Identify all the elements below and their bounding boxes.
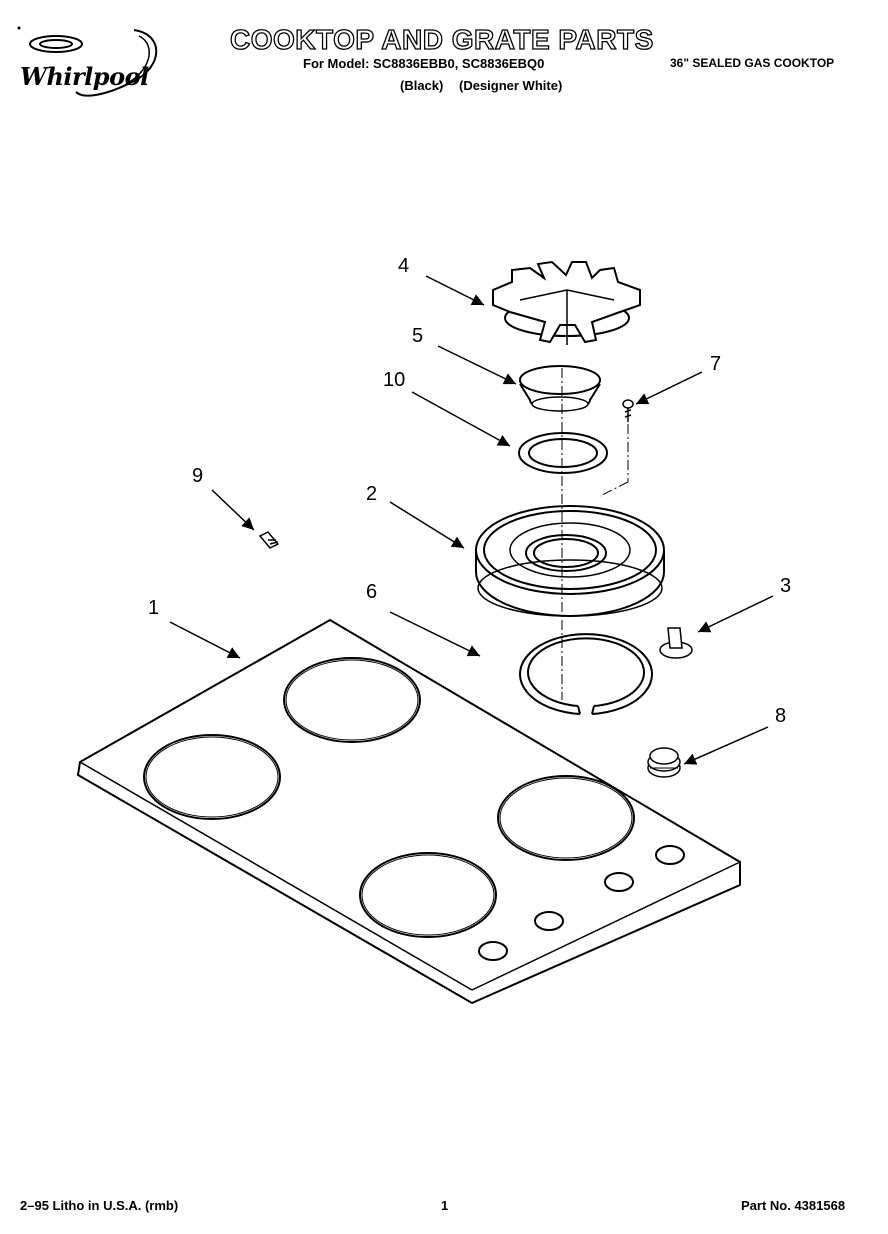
product-name: 36" SEALED GAS COOKTOP <box>670 56 835 70</box>
callout-1: 1 <box>148 597 159 619</box>
callout-7: 7 <box>710 353 721 375</box>
assembly-guide-lines <box>561 368 629 700</box>
litho-note: 2–95 Litho in U.S.A. (rmb) <box>20 1198 179 1213</box>
color-variants: (Black) (Designer White) <box>400 78 574 93</box>
page-title: COOKTOP AND GRATE PARTS <box>229 23 654 55</box>
burner-cap <box>519 365 601 412</box>
callout-2: 2 <box>366 483 377 505</box>
variant-designer-white: (Designer White) <box>458 78 563 93</box>
callout-9: 9 <box>192 465 203 487</box>
burner-base <box>475 505 665 617</box>
igniter <box>659 627 693 659</box>
model-line: For Model: SC8836EBB0, SC8836EBQ0 <box>303 56 545 71</box>
cooktop-panel <box>76 618 741 1005</box>
callout-8: 8 <box>775 705 786 727</box>
screw-top <box>622 399 634 422</box>
burner-grate <box>492 260 641 345</box>
callout-6: 6 <box>366 581 377 603</box>
callout-10: 10 <box>383 369 405 391</box>
callout-3: 3 <box>780 575 791 597</box>
grommet <box>647 747 681 778</box>
page-number: 1 <box>441 1198 449 1213</box>
part-number: Part No. 4381568 <box>741 1198 846 1213</box>
screw-side <box>258 531 280 549</box>
brand-name: Whirlpool <box>20 62 149 91</box>
split-ring <box>519 633 653 715</box>
callout-4: 4 <box>398 255 409 277</box>
seal-ring <box>518 432 608 474</box>
variant-black: (Black) <box>400 78 444 93</box>
whirlpool-logo: Whirlpool <box>14 22 194 112</box>
whirlpool-swirl-icon <box>17 26 158 97</box>
callout-5: 5 <box>412 325 423 347</box>
leader-arrows <box>169 275 774 765</box>
